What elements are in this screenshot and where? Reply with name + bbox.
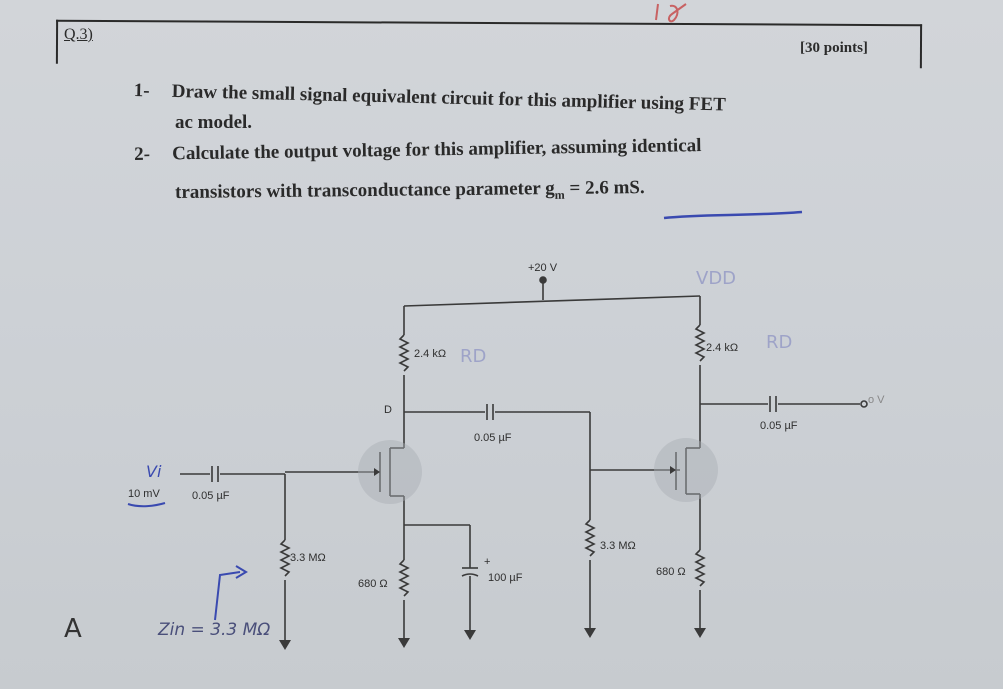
page-mark-text: 14 <box>676 0 677 1</box>
rs2-label: 680 Ω <box>656 566 686 578</box>
rd2-label: 2.4 kΩ <box>706 342 739 354</box>
rs1-label: 680 Ω <box>358 578 388 590</box>
input-voltage-handwritten: Vi <box>146 462 162 481</box>
rd-note-2: RD <box>766 332 793 353</box>
bypass-cap-polarity: + <box>484 556 491 568</box>
rd-note-1: RD <box>460 346 487 367</box>
supply-voltage-label: +20 V <box>528 262 558 274</box>
gm-underline-stroke <box>663 210 803 220</box>
side-letter: A <box>64 614 82 644</box>
zin-handwritten: Zin = 3.3 MΩ <box>158 620 271 640</box>
question-number: Q.3) <box>64 26 93 43</box>
mid-coupling-cap-label: 0.05 µF <box>474 432 512 444</box>
vdd-handwritten: VDD <box>696 268 737 289</box>
output-voltage-label: o V <box>868 394 885 406</box>
output-coupling-cap-label: 0.05 µF <box>760 420 798 432</box>
points-value: [30 points] <box>800 40 868 56</box>
rg2-label: 3.3 MΩ <box>600 540 636 552</box>
rg1-label: 3.3 MΩ <box>290 552 326 564</box>
rd1-label: 2.4 kΩ <box>414 348 447 360</box>
source-voltage-label: 10 mV <box>128 488 160 500</box>
task-1-line-2: ac model. <box>175 112 253 133</box>
bypass-cap-label: 100 µF <box>488 572 523 584</box>
page-mark-scribble-icon <box>655 3 687 23</box>
drain-label: D <box>384 404 392 416</box>
input-coupling-cap-label: 0.05 µF <box>192 490 230 502</box>
